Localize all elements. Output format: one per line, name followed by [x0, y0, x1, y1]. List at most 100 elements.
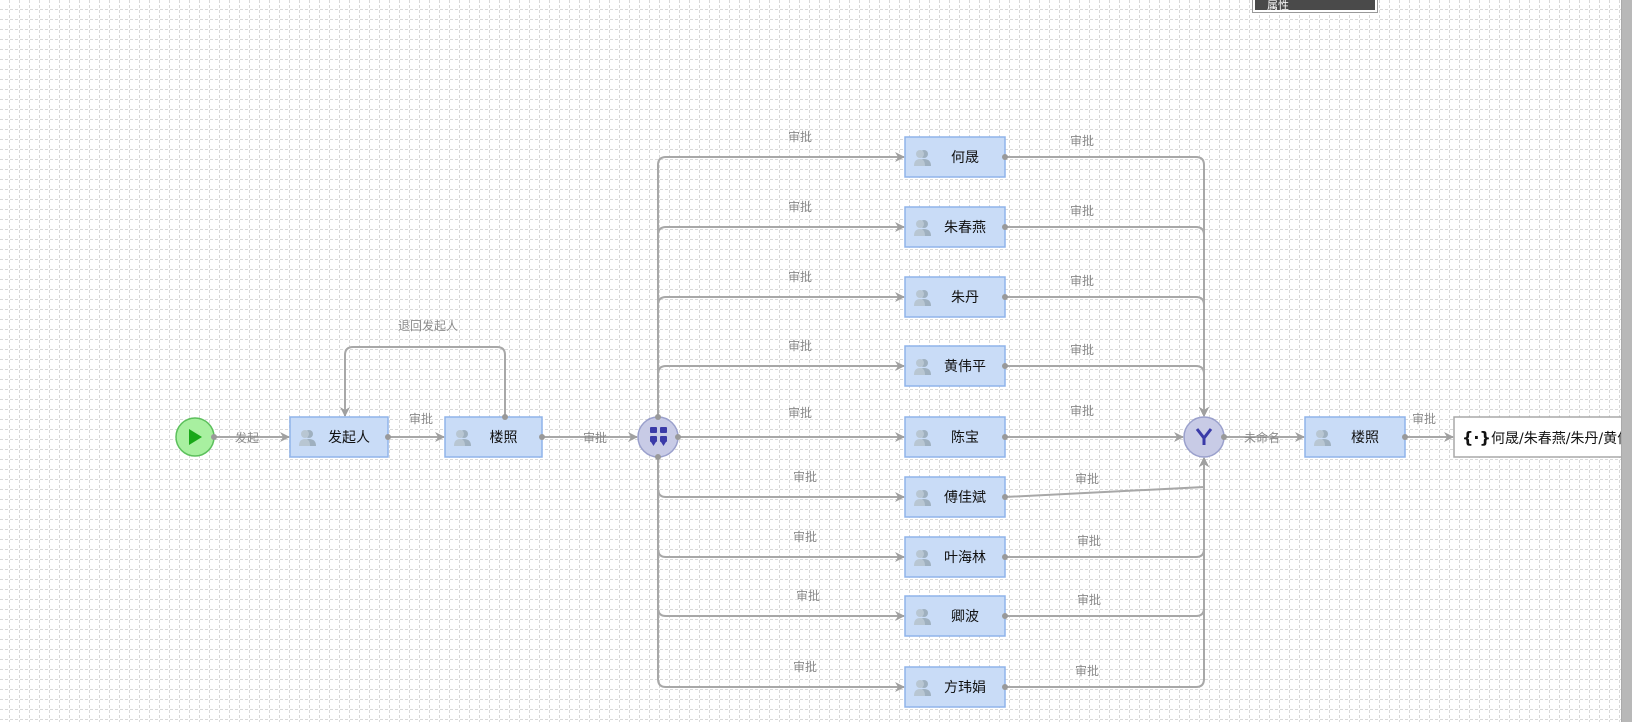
users-icon — [914, 680, 931, 696]
task-label: 楼照 — [490, 430, 518, 446]
users-icon — [914, 290, 931, 306]
edge-label: 审批 — [788, 129, 812, 144]
edge-label: 退回发起人 — [398, 318, 458, 333]
connection-port — [211, 434, 217, 440]
play-icon — [189, 429, 202, 445]
script-label: 何晟/朱春燕/朱丹/黄伟平/陈宝/傅佳斌/叶海林/卿波/方玮娟 — [1491, 430, 1621, 447]
task-label: 陈宝 — [951, 429, 979, 446]
user-head — [916, 680, 924, 688]
edge-connector[interactable] — [1005, 156, 1209, 417]
task-parallel-approver[interactable]: 朱春燕 — [904, 206, 1006, 248]
user-body — [914, 229, 925, 236]
connection-port — [675, 434, 681, 440]
user-head — [916, 150, 924, 158]
script-task[interactable]: {·}何晟/朱春燕/朱丹/黄伟平/陈宝/傅佳斌/叶海林/卿波/方玮娟 — [1453, 416, 1621, 458]
user-head — [916, 490, 924, 498]
user-head — [456, 430, 464, 438]
edge-label: 审批 — [1075, 663, 1099, 678]
task-parallel-approver[interactable]: 叶海林 — [904, 536, 1006, 578]
task-parallel-approver[interactable]: 卿波 — [904, 595, 1006, 637]
task-parallel-approver[interactable]: 方玮娟 — [904, 666, 1006, 708]
edge-label: 审批 — [1070, 273, 1094, 288]
user-head — [916, 220, 924, 228]
edge-connector[interactable] — [340, 346, 506, 417]
vertical-scrollbar[interactable] — [1621, 0, 1632, 722]
edge-connector[interactable] — [657, 292, 905, 417]
users-icon — [914, 430, 931, 446]
edge-label: 审批 — [788, 338, 812, 353]
user-head — [916, 359, 924, 367]
edge-label: 审批 — [1077, 533, 1101, 548]
user-body — [914, 618, 925, 625]
parallel-split-gateway[interactable] — [637, 416, 679, 458]
task-label: 何晟 — [951, 150, 979, 166]
user-body — [914, 368, 925, 375]
edge-connector[interactable] — [657, 152, 905, 417]
user-body — [454, 439, 465, 446]
task-label: 朱春燕 — [944, 220, 986, 236]
merge-icon — [1195, 428, 1213, 445]
edge-connector[interactable] — [1005, 365, 1209, 417]
edge-label: 审批 — [793, 659, 817, 674]
task-label: 卿波 — [951, 609, 979, 625]
connection-port — [1002, 684, 1008, 690]
split-icon-part — [650, 427, 657, 433]
connection-port — [1002, 154, 1008, 160]
properties-panel[interactable]: 属性 — [1252, 0, 1378, 13]
edge-label: 审批 — [793, 469, 817, 484]
edge-connector[interactable] — [657, 222, 905, 417]
connection-port — [1002, 294, 1008, 300]
task-parallel-approver[interactable]: 黄伟平 — [904, 345, 1006, 387]
connection-port — [1002, 494, 1008, 500]
task-label: 方玮娟 — [944, 680, 986, 696]
connection-port — [1002, 613, 1008, 619]
connection-port — [655, 414, 661, 420]
task-label: 朱丹 — [951, 290, 979, 306]
edge-label: 未命名 — [1244, 430, 1280, 445]
task-box[interactable] — [904, 536, 1006, 578]
task-label: 黄伟平 — [944, 358, 986, 375]
user-head — [916, 609, 924, 617]
connection-port — [1221, 434, 1227, 440]
edge-label: 审批 — [788, 269, 812, 284]
task-parallel-approver[interactable]: 傅佳斌 — [904, 476, 1006, 518]
edge-connector[interactable] — [1005, 296, 1209, 417]
edge-label: 审批 — [1070, 403, 1094, 418]
task-first-approver[interactable]: 楼照 — [444, 416, 543, 458]
edge-label: 审批 — [796, 588, 820, 603]
edge-label: 审批 — [793, 529, 817, 544]
edge-connector[interactable] — [657, 457, 905, 692]
user-head — [916, 550, 924, 558]
script-box[interactable] — [1453, 416, 1621, 458]
task-parallel-approver[interactable]: 何晟 — [904, 136, 1006, 178]
task-box[interactable] — [904, 595, 1006, 637]
users-icon — [299, 430, 316, 446]
users-icon — [454, 430, 471, 446]
task-parallel-approver[interactable]: 陈宝 — [904, 416, 1006, 458]
edge-label: 审批 — [583, 430, 607, 445]
split-icon-part — [650, 436, 657, 442]
split-icon-arrow — [651, 442, 666, 446]
task-label: 发起人 — [328, 430, 370, 446]
connection-port — [1002, 224, 1008, 230]
connection-port — [385, 434, 391, 440]
task-final-approver[interactable]: 楼照 — [1304, 416, 1406, 458]
edge-connector[interactable] — [1005, 457, 1209, 688]
connection-port — [1002, 434, 1008, 440]
connection-port — [1002, 554, 1008, 560]
edge-label: 审批 — [409, 411, 433, 426]
task-initiator[interactable]: 发起人 — [289, 416, 389, 458]
edge-connector[interactable] — [1005, 226, 1209, 417]
task-parallel-approver[interactable]: 朱丹 — [904, 276, 1006, 318]
connection-port — [539, 434, 545, 440]
user-head — [1316, 430, 1324, 438]
user-body — [914, 689, 925, 696]
edge-connector[interactable] — [657, 361, 905, 417]
user-body — [914, 439, 925, 446]
split-icon-part — [660, 427, 667, 433]
edge-label: 审批 — [788, 199, 812, 214]
connection-port — [1002, 363, 1008, 369]
connection-port — [1402, 434, 1408, 440]
